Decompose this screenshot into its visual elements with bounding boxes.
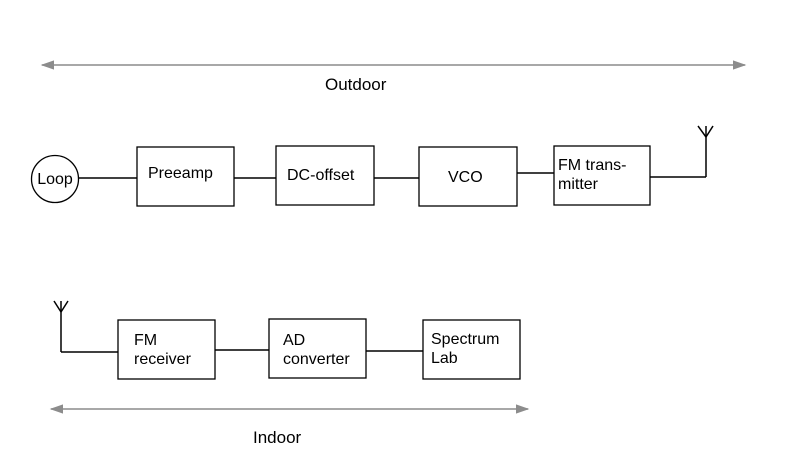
vco-label: VCO	[448, 169, 483, 186]
fm-receiver-block	[117, 319, 216, 380]
spectrum-lab-label: Spectrum Lab	[431, 331, 500, 367]
preamp-block	[136, 146, 235, 207]
fm-transmitter-label: FM trans- mitter	[558, 157, 627, 193]
dc-offset-block	[275, 145, 375, 206]
ad-converter-label: AD converter	[283, 332, 350, 368]
vco-block	[418, 146, 518, 207]
transmit-antenna-icon	[697, 125, 714, 177]
preamp-label: Preeamp	[148, 165, 213, 182]
dc-offset-label: DC-offset	[287, 167, 355, 184]
receive-antenna-icon	[53, 300, 69, 352]
loop-antenna-circle	[30, 154, 80, 204]
indoor-label: Indoor	[253, 428, 302, 447]
outdoor-label: Outdoor	[325, 75, 387, 94]
spectrum-lab-block	[422, 319, 521, 380]
loop-label: Loop	[37, 171, 73, 188]
ad-converter-block	[268, 318, 367, 379]
fm-transmitter-block	[553, 145, 651, 206]
fm-receiver-label: FM receiver	[134, 332, 191, 368]
